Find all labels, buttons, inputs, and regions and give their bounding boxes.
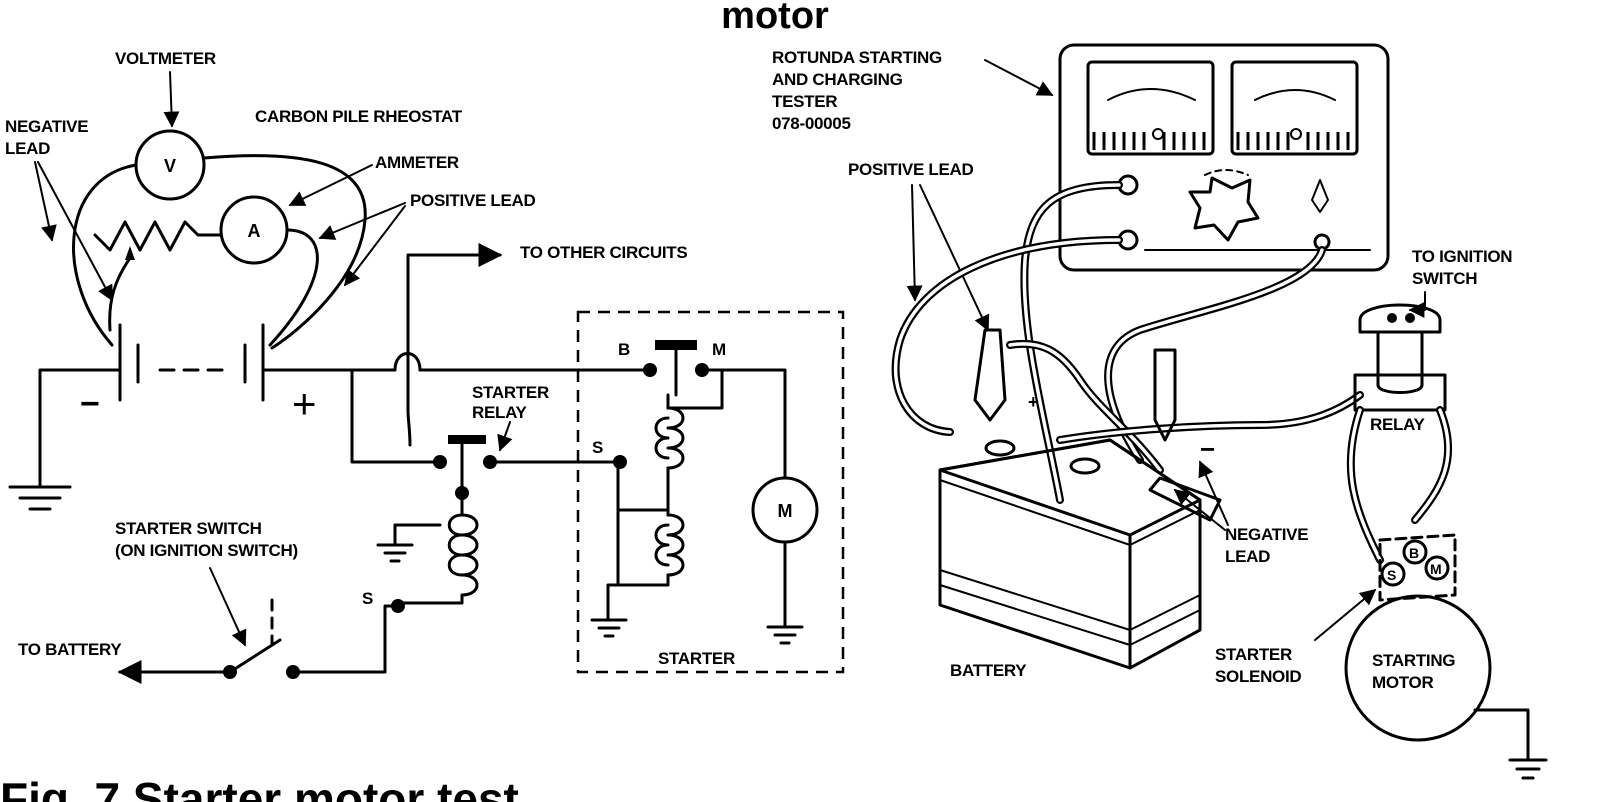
starter-label: STARTER	[658, 649, 735, 668]
negative-lead-label-right-line1: NEGATIVE	[1225, 525, 1308, 544]
positive-lead-label: POSITIVE LEAD	[410, 191, 536, 210]
starter-switch-arrow	[209, 567, 247, 647]
starting-motor-label-line2: MOTOR	[1372, 673, 1433, 692]
starting-motor-icon	[1344, 594, 1492, 742]
positive-lead-arrow-1	[318, 202, 406, 240]
schematic: V VOLTMETER CARBON PILE RHEOSTAT A AMMET…	[5, 49, 845, 684]
negative-lead-arrow-right-2	[1198, 460, 1229, 526]
negative-clamp	[1148, 476, 1222, 522]
tester-meter-left	[1086, 60, 1215, 156]
ammeter-arrow	[288, 164, 373, 206]
battery-symbol	[118, 323, 265, 402]
starter-m-terminal: M	[712, 340, 726, 359]
relay-coil	[398, 491, 479, 605]
negative-lead-arrow-1	[34, 161, 57, 242]
relay-label: RELAY	[1370, 415, 1426, 434]
tester-label-line4: 078-00005	[772, 114, 851, 133]
ground-icon	[8, 485, 72, 511]
ground-icon	[766, 625, 804, 645]
tester-knob-icon	[1188, 176, 1260, 242]
carbon-pile-label: CARBON PILE RHEOSTAT	[255, 107, 463, 126]
solenoid-pull-coil	[666, 406, 685, 470]
page-title: motor	[721, 0, 829, 37]
to-ignition-label-line2: SWITCH	[1412, 269, 1477, 288]
to-other-circuits-label: TO OTHER CIRCUITS	[520, 243, 687, 262]
relay-s-terminal: S	[362, 589, 373, 608]
relay-icon	[1353, 303, 1447, 412]
tester-label-line3: TESTER	[772, 92, 837, 111]
starter-switch-label-line1: STARTER SWITCH	[115, 519, 262, 538]
ground-icon	[376, 543, 414, 563]
carbon-pile-resistor	[93, 220, 222, 252]
voltmeter-label: VOLTMETER	[115, 49, 216, 68]
negative-lead-label-line2: LEAD	[5, 139, 50, 158]
battery-ground-wire	[38, 368, 122, 487]
solenoid-m-terminal: M	[1430, 561, 1442, 577]
clip-probe	[1153, 348, 1177, 442]
battery-label: BATTERY	[950, 661, 1027, 680]
starter-s-terminal: S	[592, 438, 603, 457]
voltmeter-arrow	[163, 71, 180, 128]
starter-relay-label-line1: STARTER	[472, 383, 549, 402]
negative-lead-label-right-line2: LEAD	[1225, 547, 1270, 566]
starter-solenoid-label-line1: STARTER	[1215, 645, 1292, 664]
ammeter-label: AMMETER	[375, 153, 459, 172]
positive-lead-arrow-right-2	[919, 184, 990, 332]
starter-relay-arrow	[497, 421, 513, 452]
solenoid-b-terminal: B	[1409, 545, 1419, 561]
battery-plus-right: +	[1028, 392, 1039, 412]
to-battery-label: TO BATTERY	[18, 640, 122, 659]
wire-to-other-circuits	[406, 243, 503, 447]
relay-contact-bar	[448, 435, 486, 444]
to-ignition-arrow	[1408, 291, 1426, 318]
ground-icon	[1508, 758, 1548, 780]
negative-lead-arrow-2	[37, 161, 113, 302]
solenoid-s-terminal: S	[1387, 567, 1396, 583]
starting-motor-label-line1: STARTING	[1372, 651, 1455, 670]
starter-solenoid-arrow	[1314, 588, 1377, 641]
tester-label-line1: ROTUNDA STARTING	[772, 48, 942, 67]
pictorial: ROTUNDA STARTING AND CHARGING TESTER 078…	[772, 43, 1548, 780]
solenoid-hold-coil	[666, 513, 685, 577]
to-ignition-label-line1: TO IGNITION	[1412, 247, 1512, 266]
negative-lead-arrow-right-1	[1173, 489, 1226, 531]
starter-switch-label-line2: (ON IGNITION SWITCH)	[115, 541, 298, 560]
figure-caption: Fig. 7 Starter motor test	[0, 773, 519, 802]
tester-meter-right	[1230, 60, 1359, 156]
ammeter-lead	[268, 228, 319, 347]
ground-icon	[590, 618, 628, 638]
positive-lead-arrow-2	[344, 205, 406, 287]
tester-unit	[1058, 43, 1390, 272]
battery-plus: +	[292, 380, 317, 427]
voltmeter: V	[134, 129, 206, 201]
starter-solenoid-label-line2: SOLENOID	[1215, 667, 1301, 686]
starter-solenoid-icon	[1378, 533, 1457, 602]
battery-minus: −	[80, 385, 100, 423]
ammeter: A	[219, 195, 289, 265]
battery-minus-right: −	[1200, 434, 1215, 464]
starter-b-terminal: B	[618, 340, 630, 359]
positive-lead-label-right: POSITIVE LEAD	[848, 160, 974, 179]
battery-icon	[938, 438, 1202, 670]
starter-box	[576, 310, 845, 674]
ammeter-symbol: A	[248, 221, 261, 241]
tester-arrow	[984, 59, 1054, 96]
solenoid-contact-bar	[655, 340, 697, 350]
tester-label-line2: AND CHARGING	[772, 70, 903, 89]
carbon-pile-tap	[108, 256, 132, 332]
tester-cables	[891, 181, 1364, 504]
voltmeter-negative-lead	[72, 163, 138, 347]
negative-lead-label-line1: NEGATIVE	[5, 117, 88, 136]
motor-symbol: M	[751, 476, 819, 544]
starter-relay-label-line2: RELAY	[472, 403, 528, 422]
tester-switch-icon	[1311, 179, 1329, 213]
positive-lead-arrow-right-1	[906, 184, 923, 302]
motor-symbol-letter: M	[778, 501, 793, 521]
positive-clamp	[973, 328, 1007, 422]
voltmeter-symbol: V	[164, 156, 176, 176]
